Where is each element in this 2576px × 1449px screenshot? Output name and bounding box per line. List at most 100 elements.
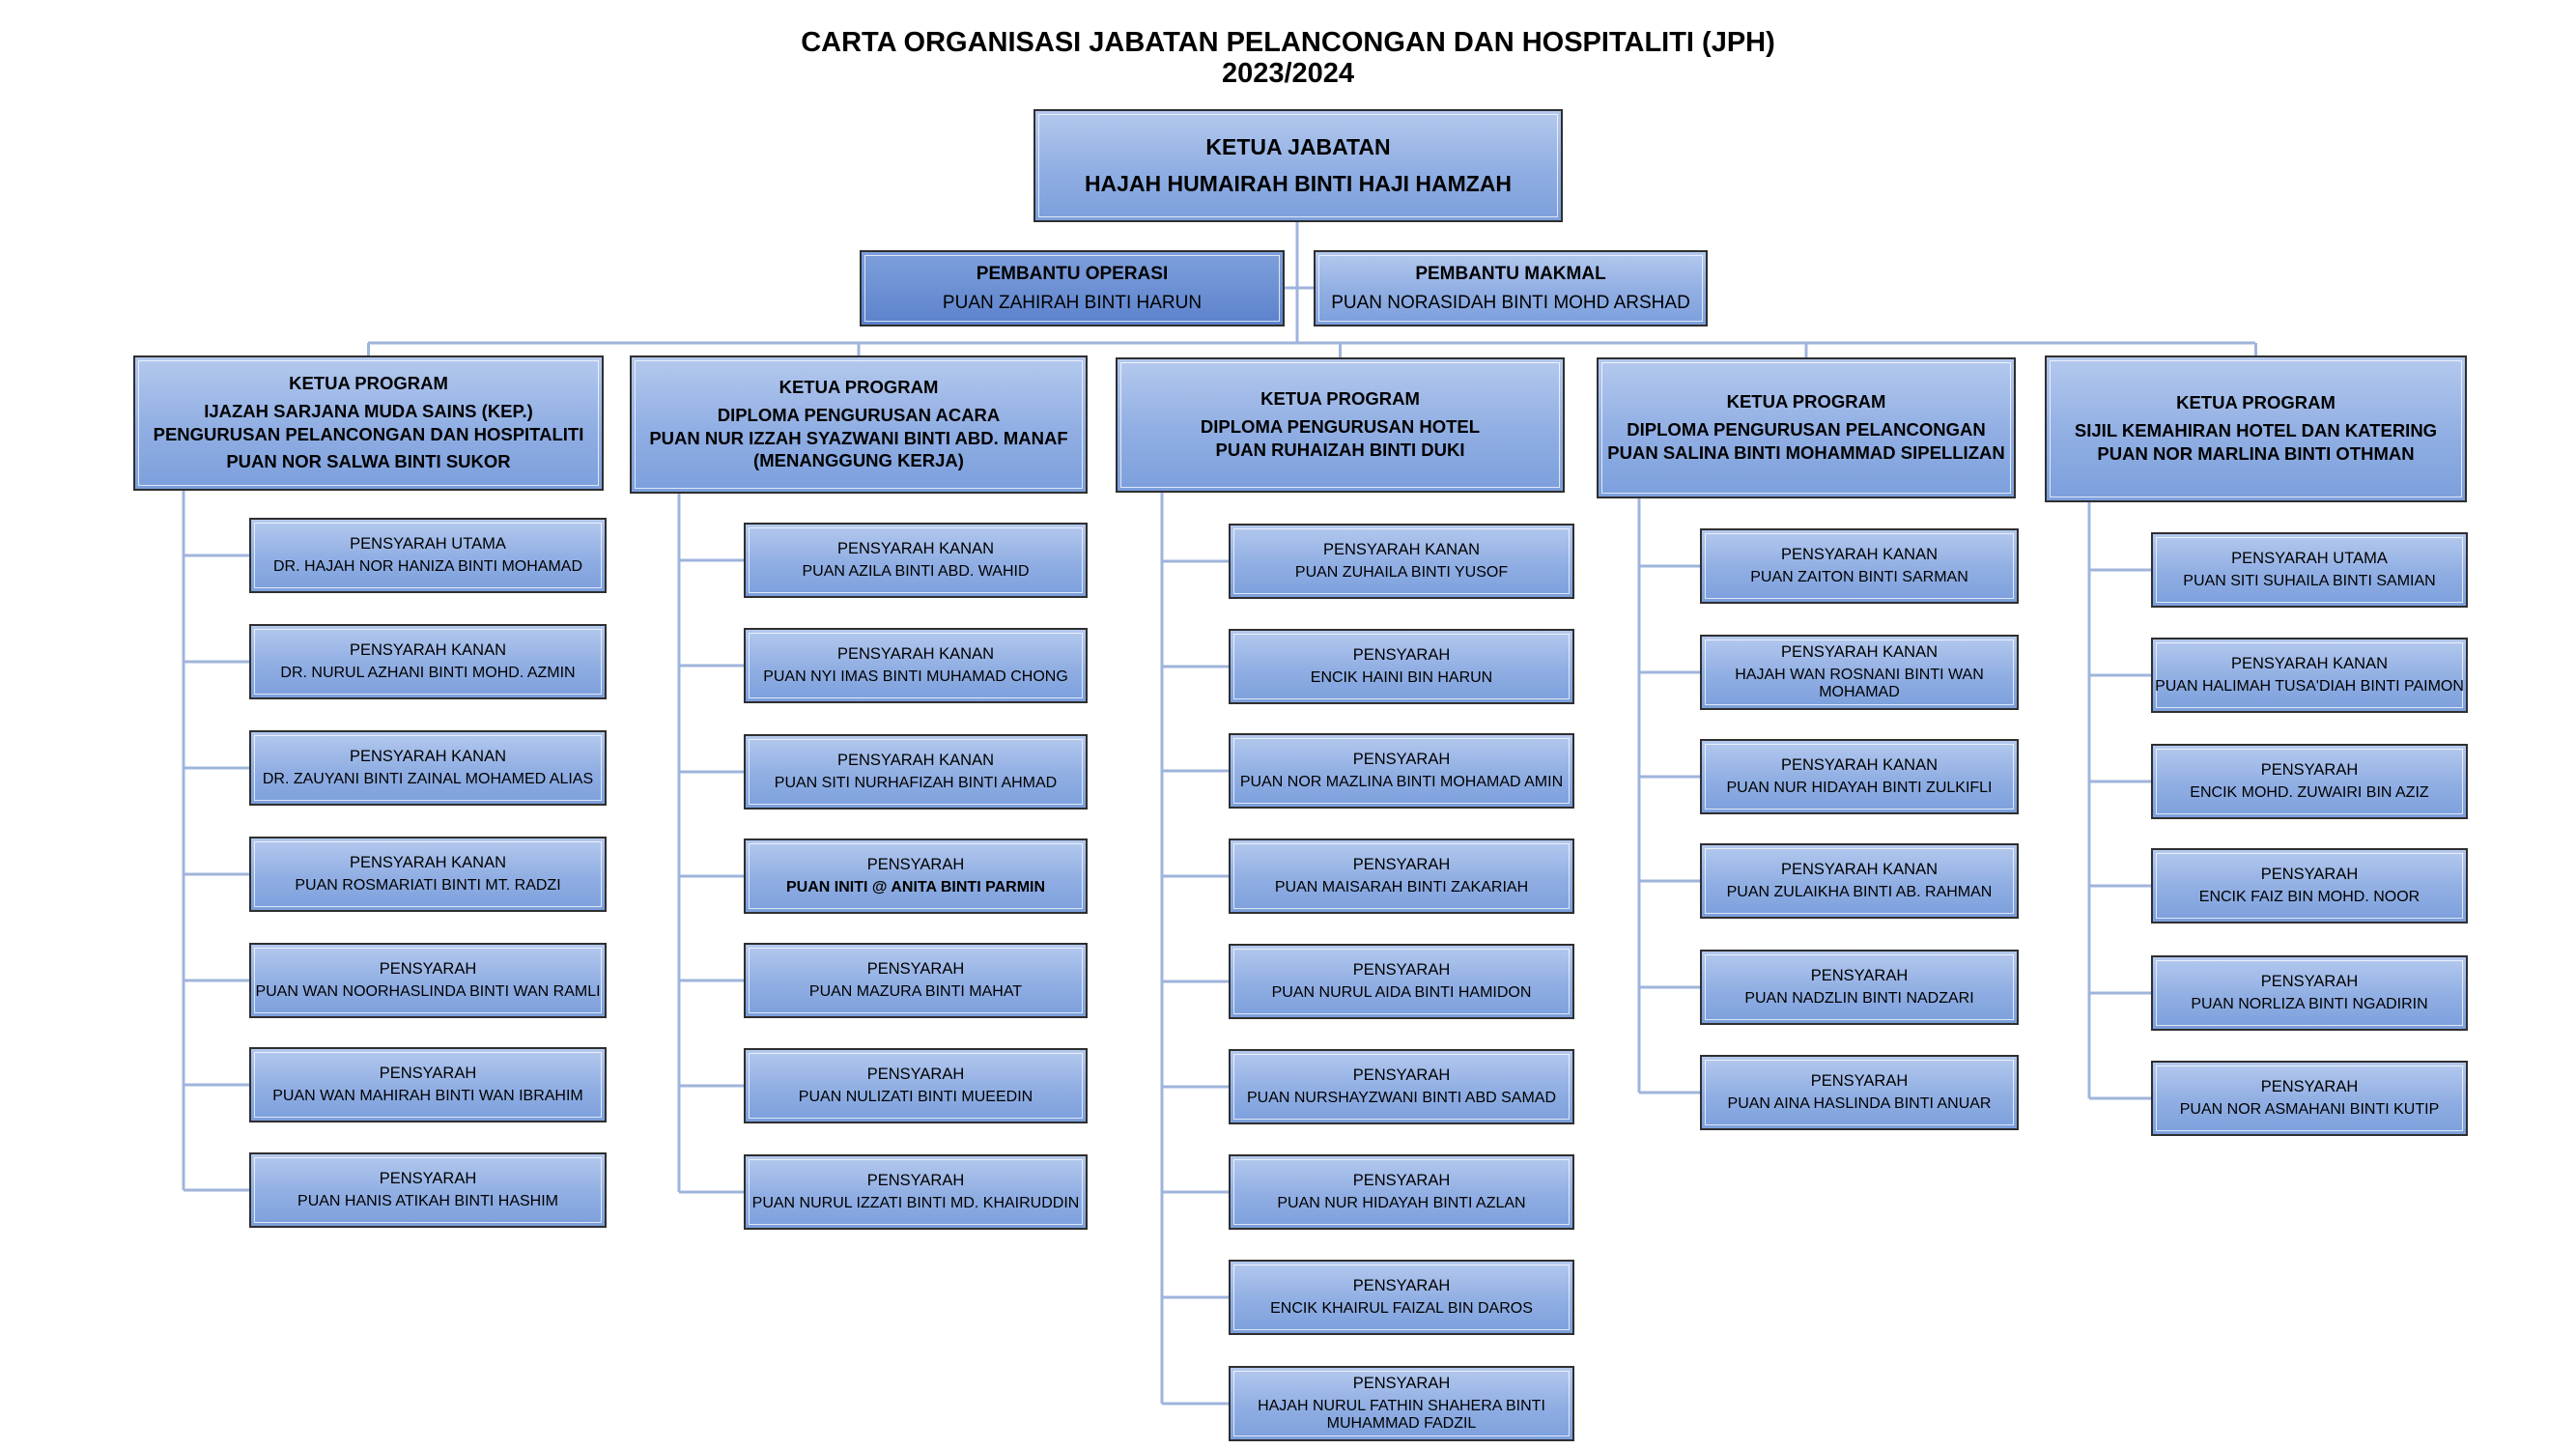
lecturer-name: PUAN NURUL IZZATI BINTI MD. KHAIRUDDIN — [751, 1195, 1080, 1212]
program-head-position: KETUA PROGRAM — [778, 377, 939, 398]
lecturer-name: PUAN HANIS ATIKAH BINTI HASHIM — [297, 1193, 558, 1210]
lecturer-name: PUAN ZAITON BINTI SARMAN — [1750, 569, 1968, 586]
lecturer-position: PENSYARAH — [1352, 645, 1451, 664]
lecturer-name: PUAN NUR HIDAYAH BINTI ZULKIFLI — [1726, 780, 1993, 797]
chart-title: CARTA ORGANISASI JABATAN PELANCONGAN DAN… — [801, 27, 1775, 58]
lecturer-position: PENSYARAH KANAN — [837, 644, 994, 663]
assistant-position: PEMBANTU MAKMAL — [1415, 263, 1606, 284]
lecturer-name: PUAN NULIZATI BINTI MUEEDIN — [798, 1089, 1033, 1106]
lecturer-box: PENSYARAH KANAN DR. NURUL AZHANI BINTI MO… — [249, 624, 607, 699]
lecturer-name: PUAN NYI IMAS BINTI MUHAMAD CHONG — [763, 668, 1068, 686]
lecturer-box: PENSYARAH KANAN DR. ZAUYANI BINTI ZAINAL … — [249, 730, 607, 806]
lecturer-position: PENSYARAH KANAN — [350, 747, 506, 765]
lecturer-position: PENSYARAH — [1352, 1171, 1451, 1189]
lecturer-name: ENCIK FAIZ BIN MOHD. NOOR — [2198, 889, 2420, 906]
program-head-line: PUAN SALINA BINTI MOHAMMAD SIPELLIZAN — [1607, 441, 2005, 463]
program-head-position: KETUA PROGRAM — [289, 373, 448, 394]
lecturer-box: PENSYARAH PUAN NOR MAZLINA BINTI MOHAMAD … — [1229, 733, 1574, 809]
lecturer-position: PENSYARAH — [2260, 865, 2359, 883]
lecturer-name: PUAN NOR ASMAHANI BINTI KUTIP — [2179, 1101, 2440, 1119]
lecturer-position: PENSYARAH — [866, 959, 965, 978]
program-head-line: SIJIL KEMAHIRAN HOTEL DAN KATERING — [2074, 420, 2438, 441]
program-head-line: PUAN RUHAIZAH BINTI DUKI — [1215, 439, 1465, 460]
lecturer-position: PENSYARAH — [866, 855, 965, 873]
lecturer-box: PENSYARAH KANAN PUAN ZAITON BINTI SARMAN — [1700, 528, 2019, 604]
program-head-line: PUAN NUR IZZAH SYAZWANI BINTI ABD. MANAF — [649, 427, 1068, 448]
lecturer-box: PENSYARAH ENCIK FAIZ BIN MOHD. NOOR — [2151, 848, 2468, 923]
lecturer-box: PENSYARAH KANAN PUAN AZILA BINTI ABD. WAH… — [744, 523, 1088, 598]
program-head-position: KETUA PROGRAM — [1260, 388, 1420, 410]
lecturer-position: PENSYARAH KANAN — [1781, 545, 1938, 563]
lecturer-position: PENSYARAH UTAMA — [350, 534, 506, 553]
lecturer-box: PENSYARAH KANAN PUAN ROSMARIATI BINTI MT.… — [249, 837, 607, 912]
lecturer-name: PUAN NOR MAZLINA BINTI MOHAMAD AMIN — [1239, 774, 1564, 791]
lecturer-name: PUAN SITI NURHAFIZAH BINTI AHMAD — [774, 775, 1058, 792]
lecturer-box: PENSYARAH PUAN NOR ASMAHANI BINTI KUTIP — [2151, 1061, 2468, 1136]
assistant-name: PUAN ZAHIRAH BINTI HARUN — [942, 293, 1203, 313]
lecturer-name: PUAN INITI @ ANITA BINTI PARMIN — [785, 879, 1046, 896]
lecturer-box: PENSYARAH KANAN PUAN NYI IMAS BINTI MUHAM… — [744, 628, 1088, 703]
lecturer-position: PENSYARAH — [379, 959, 477, 978]
lecturer-position: PENSYARAH KANAN — [350, 853, 506, 871]
lecturer-box: PENSYARAH PUAN NULIZATI BINTI MUEEDIN — [744, 1048, 1088, 1123]
program-head-line: (MENANGGUNG KERJA) — [753, 450, 964, 471]
program-head-line: PENGURUSAN PELANCONGAN DAN HOSPITALITI — [153, 423, 584, 444]
lecturer-position: PENSYARAH KANAN — [350, 640, 506, 659]
assistant-position: PEMBANTU OPERASI — [976, 263, 1169, 284]
lecturer-name: PUAN AINA HASLINDA BINTI ANUAR — [1727, 1095, 1992, 1113]
assistant-operations-box: PEMBANTU OPERASI PUAN ZAHIRAH BINTI HARU… — [860, 250, 1285, 327]
lecturer-position: PENSYARAH KANAN — [837, 539, 994, 557]
lecturer-name: DR. ZAUYANI BINTI ZAINAL MOHAMED ALIAS — [262, 771, 594, 788]
assistant-name: PUAN NORASIDAH BINTI MOHD ARSHAD — [1331, 293, 1690, 313]
lecturer-position: PENSYARAH — [1352, 1065, 1451, 1084]
lecturer-name: PUAN NADZLIN BINTI NADZARI — [1744, 990, 1974, 1008]
lecturer-position: PENSYARAH — [2260, 1077, 2359, 1095]
lecturer-name: PUAN NURUL AIDA BINTI HAMIDON — [1271, 984, 1532, 1002]
lecturer-position: PENSYARAH — [1352, 1276, 1451, 1294]
lecturer-position: PENSYARAH — [2260, 760, 2359, 779]
program-head-line: PUAN NOR MARLINA BINTI OTHMAN — [2097, 442, 2415, 464]
lecturer-name: PUAN ROSMARIATI BINTI MT. RADZI — [295, 877, 561, 895]
lecturer-position: PENSYARAH KANAN — [837, 751, 994, 769]
lecturer-name: PUAN MAZURA BINTI MAHAT — [808, 983, 1023, 1001]
lecturer-position: PENSYARAH KANAN — [1323, 540, 1480, 558]
lecturer-box: PENSYARAH ENCIK HAINI BIN HARUN — [1229, 629, 1574, 704]
head-position: KETUA JABATAN — [1205, 133, 1391, 159]
lecturer-name: PUAN NURSHAYZWANI BINTI ABD SAMAD — [1246, 1090, 1557, 1107]
lecturer-box: PENSYARAH PUAN NURSHAYZWANI BINTI ABD SAM… — [1229, 1049, 1574, 1124]
lecturer-name: ENCIK HAINI BIN HARUN — [1310, 669, 1493, 687]
lecturer-position: PENSYARAH — [1352, 750, 1451, 768]
lecturer-position: PENSYARAH KANAN — [1781, 755, 1938, 774]
lecturer-name: PUAN AZILA BINTI ABD. WAHID — [802, 563, 1030, 581]
lecturer-position: PENSYARAH — [866, 1065, 965, 1083]
lecturer-name: DR. NURUL AZHANI BINTI MOHD. AZMIN — [280, 665, 576, 682]
lecturer-position: PENSYARAH KANAN — [1781, 642, 1938, 661]
lecturer-box: PENSYARAH KANAN PUAN SITI NURHAFIZAH BINT… — [744, 734, 1088, 810]
program-head-line: DIPLOMA PENGURUSAN ACARA — [717, 404, 1001, 425]
program-head-line: DIPLOMA PENGURUSAN HOTEL — [1200, 416, 1481, 438]
head-name: HAJAH HUMAIRAH BINTI HAJI HAMZAH — [1084, 170, 1513, 196]
lecturer-position: PENSYARAH — [2260, 972, 2359, 990]
